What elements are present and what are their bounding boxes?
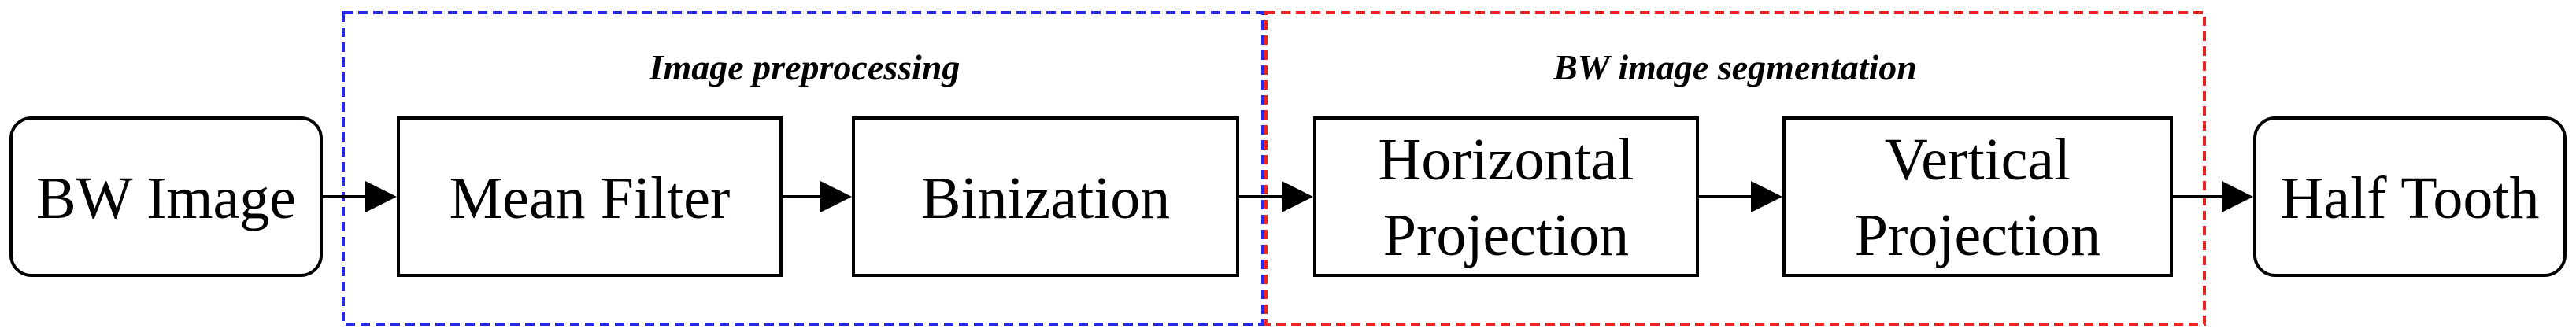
node-bw-image: BW Image xyxy=(9,116,323,277)
group-bw-image-segmentation: BW image segmentation xyxy=(1264,11,2206,326)
node-half-tooth: Half Tooth xyxy=(2253,116,2567,277)
node-box xyxy=(1313,116,1699,277)
node-label: BW Image xyxy=(36,165,296,231)
node-box xyxy=(397,116,783,277)
node-label: Mean Filter xyxy=(450,165,731,231)
node-label-line-2: Projection xyxy=(1383,202,1629,268)
node-label-line-1: Horizontal xyxy=(1378,127,1634,193)
node-box xyxy=(2253,116,2567,277)
node-label-line-1: Vertical xyxy=(1885,127,2071,193)
node-box xyxy=(9,116,323,277)
group-title: Image preprocessing xyxy=(649,47,960,87)
node-label-line-2: Projection xyxy=(1855,202,2100,268)
node-mean-filter: Mean Filter xyxy=(397,116,783,277)
node-horizontal-projection: Horizontal Projection xyxy=(1313,116,1699,277)
node-box xyxy=(852,116,1239,277)
node-label: Binization xyxy=(921,165,1171,231)
node-box xyxy=(1782,116,2173,277)
node-label: Half Tooth xyxy=(2281,165,2540,231)
group-frame xyxy=(342,11,1264,326)
group-frame xyxy=(1264,11,2206,326)
group-image-preprocessing: Image preprocessing xyxy=(342,11,1264,326)
node-vertical-projection: Vertical Projection xyxy=(1782,116,2173,277)
node-binization: Binization xyxy=(852,116,1239,277)
group-title: BW image segmentation xyxy=(1553,47,1917,87)
